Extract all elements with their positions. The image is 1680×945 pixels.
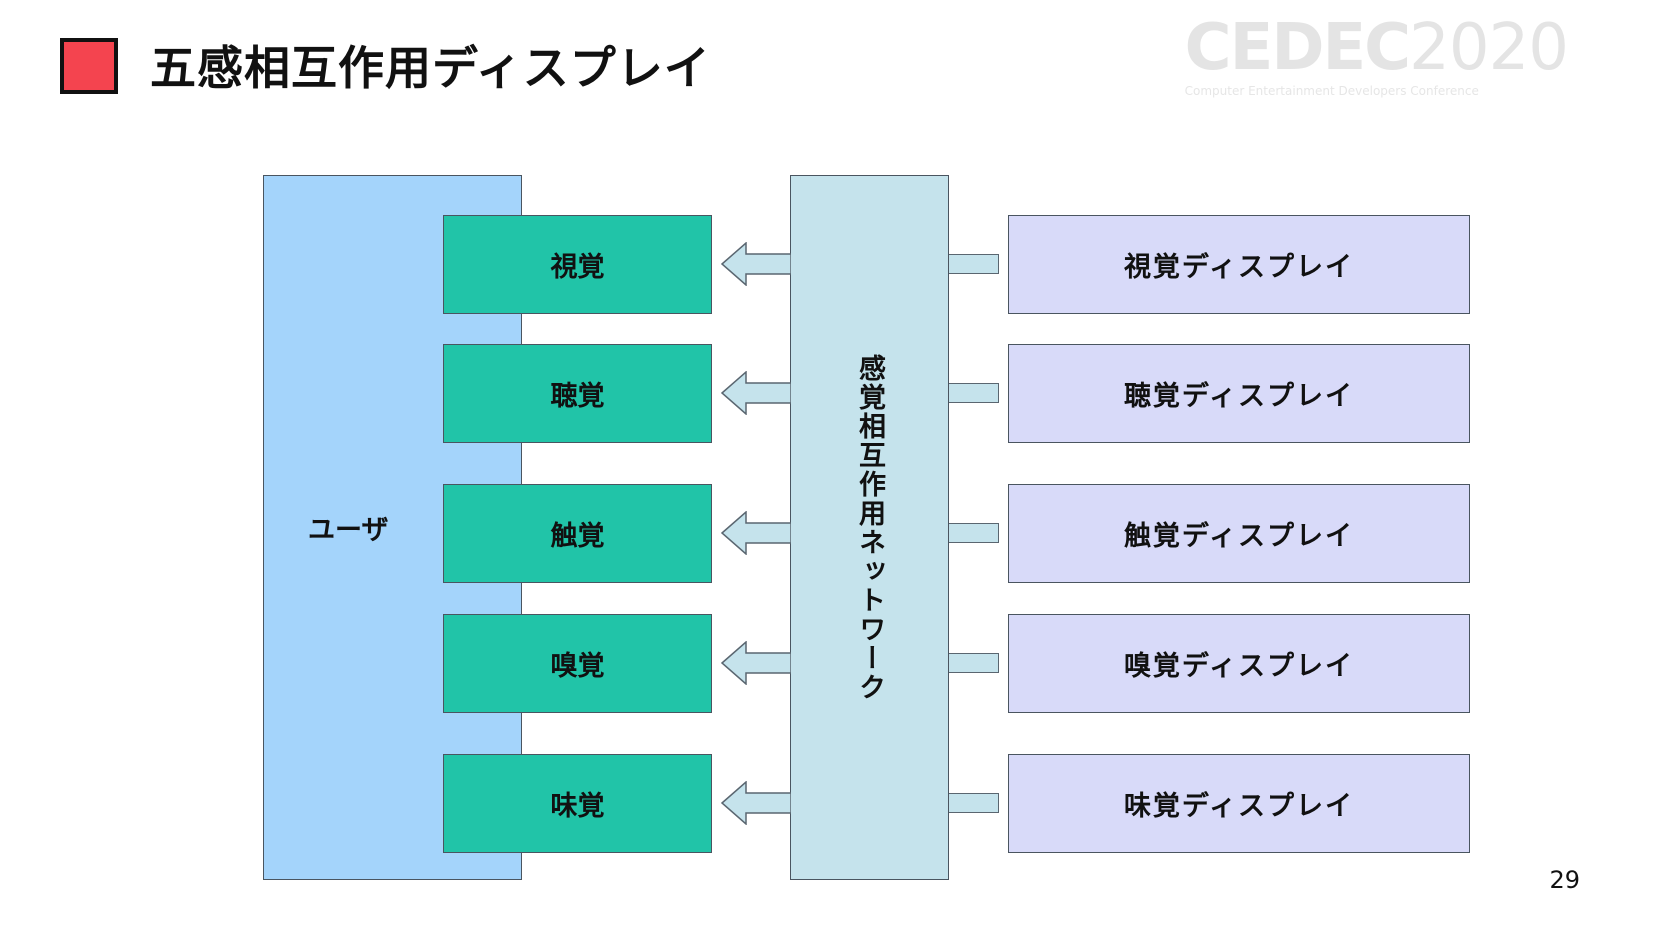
- sense-label: 聴覚: [550, 381, 605, 412]
- connector-stub: [949, 523, 999, 543]
- sense-label: 触覚: [550, 521, 605, 552]
- sense-box: 味覚: [443, 754, 712, 853]
- cedec-logo: CEDEC2020 Computer Entertainment Develop…: [1184, 16, 1569, 98]
- left-arrow-icon: [721, 242, 791, 286]
- logo-subtitle: Computer Entertainment Developers Confer…: [1184, 84, 1479, 98]
- display-label: 味覚ディスプレイ: [1123, 791, 1355, 822]
- title-bullet-square: [60, 38, 118, 94]
- user-label: ユーザ: [308, 515, 389, 546]
- display-box: 嗅覚ディスプレイ: [1008, 614, 1470, 713]
- sense-box: 嗅覚: [443, 614, 712, 713]
- left-arrow-icon: [721, 371, 791, 415]
- sense-box: 視覚: [443, 215, 712, 314]
- display-box: 聴覚ディスプレイ: [1008, 344, 1470, 443]
- network-label: 感覚相互作用ネットワーク: [854, 353, 885, 702]
- display-box: 味覚ディスプレイ: [1008, 754, 1470, 853]
- left-arrow-icon: [721, 781, 791, 825]
- logo-year: 2020: [1409, 11, 1569, 85]
- sense-box: 聴覚: [443, 344, 712, 443]
- connector-stub: [949, 653, 999, 673]
- connector-stub: [949, 254, 999, 274]
- display-label: 嗅覚ディスプレイ: [1123, 651, 1355, 682]
- sense-label: 味覚: [550, 791, 605, 822]
- left-arrow-icon: [721, 511, 791, 555]
- slide-title: 五感相互作用ディスプレイ: [150, 41, 711, 95]
- display-label: 触覚ディスプレイ: [1123, 521, 1355, 552]
- display-label: 視覚ディスプレイ: [1123, 252, 1355, 283]
- logo-main-text: CEDEC: [1184, 11, 1411, 85]
- network-box: 感覚相互作用ネットワーク: [790, 175, 949, 880]
- display-box: 触覚ディスプレイ: [1008, 484, 1470, 583]
- display-label: 聴覚ディスプレイ: [1123, 381, 1355, 412]
- sense-box: 触覚: [443, 484, 712, 583]
- connector-stub: [949, 793, 999, 813]
- left-arrow-icon: [721, 641, 791, 685]
- sense-label: 視覚: [550, 252, 605, 283]
- page-number: 29: [1549, 866, 1580, 894]
- sense-label: 嗅覚: [550, 651, 605, 682]
- connector-stub: [949, 383, 999, 403]
- display-box: 視覚ディスプレイ: [1008, 215, 1470, 314]
